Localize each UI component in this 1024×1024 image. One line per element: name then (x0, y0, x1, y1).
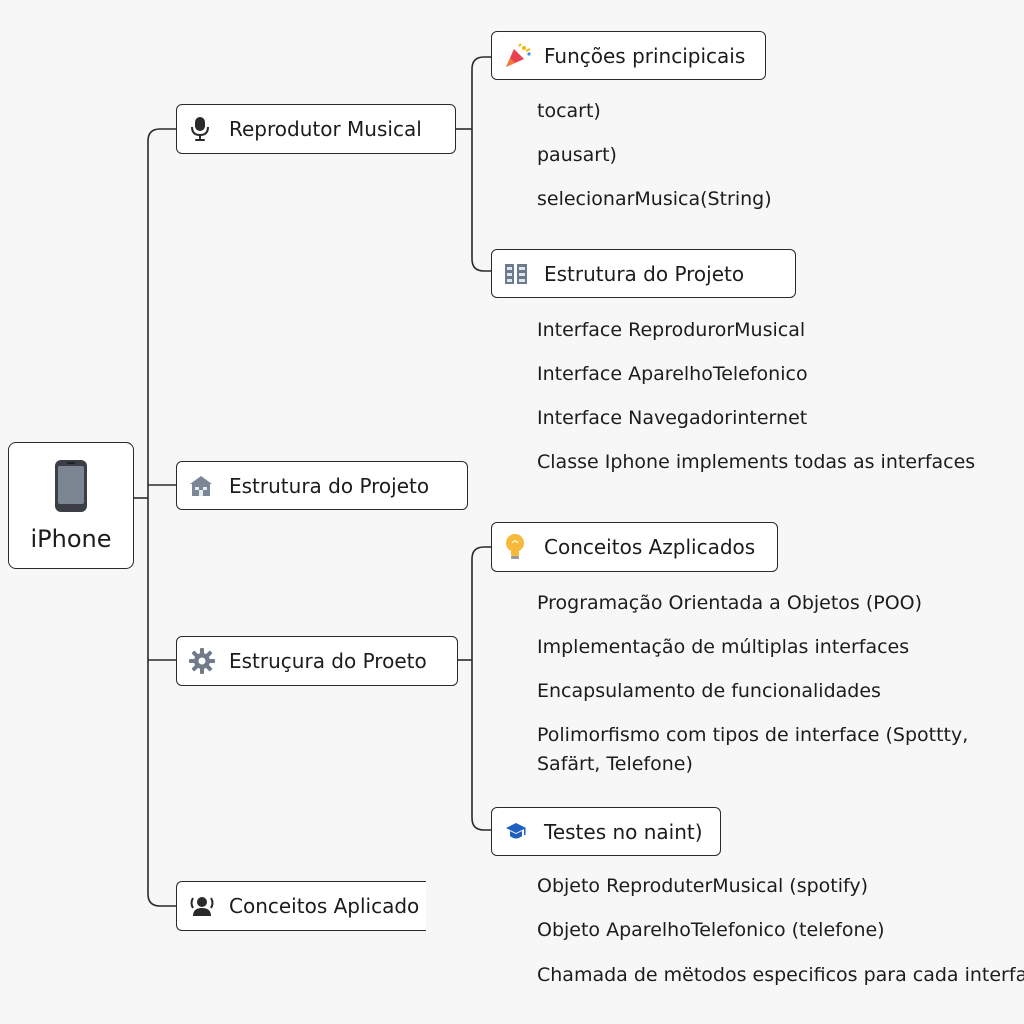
leaf-item: Polimorfismo com tipos de interface (Spo… (537, 724, 969, 775)
node-estrutura-do-projeto[interactable]: Estrutura do Projeto (176, 461, 468, 510)
node-conceitos-aplicado[interactable]: Conceitos Aplicado (176, 881, 426, 931)
microphone-icon (189, 116, 219, 142)
leaf-item: selecionarMusica(String) (537, 188, 772, 210)
node-label: Estruçura do Proeto (229, 649, 427, 673)
leaf-item: Objeto AparelhoTelefonico (telefone) (537, 919, 885, 941)
node-conceitos-azplicados[interactable]: Conceitos Azplicados (491, 522, 778, 572)
building-blocks-icon (504, 263, 534, 285)
node-label: Funções principicais (544, 43, 746, 68)
leaf-item: Interface Navegadorinternet (537, 407, 808, 429)
gear-icon (189, 648, 219, 674)
node-label: Estrutura do Projeto (544, 261, 745, 286)
node-estrucura-do-proeto[interactable]: Estruçura do Proeto (176, 636, 458, 686)
lightbulb-icon (504, 533, 534, 561)
leaf-item: Implementação de múltiplas interfaces (537, 636, 910, 658)
node-testes[interactable]: Testes no naint) (491, 807, 721, 856)
node-estrutura-projeto-sub[interactable]: Estrutura do Projeto (491, 249, 796, 298)
leaf-item: Objeto ReproduterMusical (spotify) (537, 875, 869, 897)
root-node-iphone[interactable]: iPhone (8, 442, 134, 569)
node-funcoes-principais[interactable]: Funções principicais (491, 31, 766, 80)
graduation-cap-icon (504, 821, 534, 843)
root-title: iPhone (30, 524, 112, 553)
node-label: Conceitos Aplicado (229, 894, 420, 918)
phone-icon (54, 459, 88, 517)
leaf-item: pausart) (537, 144, 617, 166)
users-icon (189, 894, 219, 918)
leaf-item: Chamada de mëtodos especificos para cada… (537, 964, 1024, 986)
node-label: Reprodutor Musical (229, 117, 422, 141)
node-reprodutor-musical[interactable]: Reprodutor Musical (176, 104, 456, 154)
leaf-item: tocart) (537, 100, 601, 122)
leaf-item: Programação Orientada a Objetos (POO) (537, 592, 923, 614)
leaf-item: Classe Iphone implements todas as interf… (537, 451, 976, 473)
leaf-item: Interface AparelhoTelefonico (537, 363, 808, 385)
node-label: Estrutura do Projeto (229, 473, 430, 498)
house-icon (189, 475, 219, 497)
leaf-item: Encapsulamento de funcionalidades (537, 680, 881, 702)
node-label: Conceitos Azplicados (544, 535, 756, 559)
party-popper-icon (504, 42, 534, 69)
node-label: Testes no naint) (544, 819, 703, 844)
leaf-item: Interface ReprodurorMusical (537, 319, 806, 341)
